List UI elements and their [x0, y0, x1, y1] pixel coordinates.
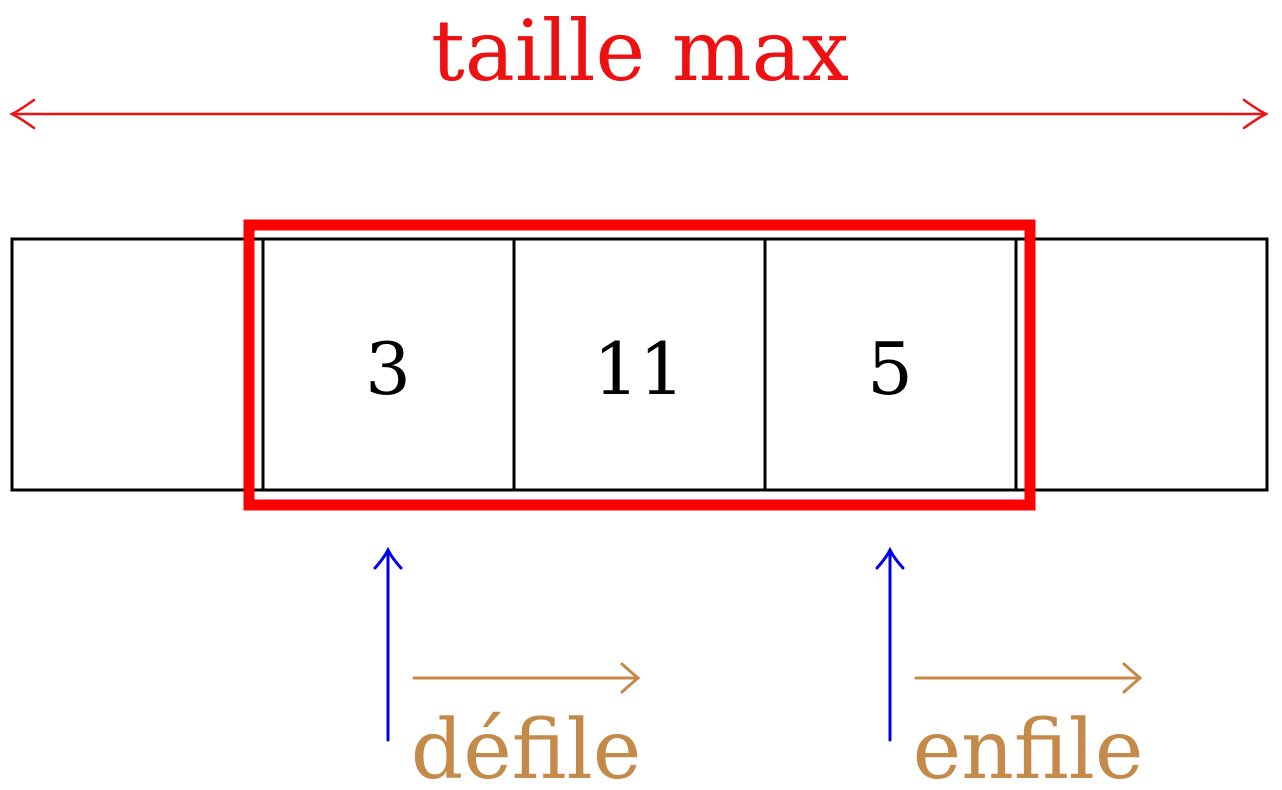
dequeue-pointer-arrow-icon — [373, 546, 403, 742]
enqueue-label: enfile — [913, 703, 1144, 790]
dequeue-label: défile — [411, 703, 641, 790]
queue-cell-1 — [261, 237, 516, 492]
size-double-arrow-icon — [9, 98, 1269, 130]
queue-array — [10, 237, 1269, 492]
cell-value-2: 11 — [593, 327, 685, 411]
cell-value-1: 3 — [365, 327, 411, 411]
cell-value-3: 5 — [867, 327, 913, 411]
occupied-region-highlight — [243, 219, 1036, 511]
diagram-title: taille max — [431, 2, 849, 100]
queue-cell-4 — [1014, 237, 1269, 492]
enqueue-pointer-arrow-icon — [875, 546, 905, 742]
queue-cell-2 — [512, 237, 767, 492]
enqueue-direction-arrow-icon — [914, 662, 1143, 694]
dequeue-direction-arrow-icon — [412, 662, 641, 694]
queue-cell-0 — [10, 237, 265, 492]
